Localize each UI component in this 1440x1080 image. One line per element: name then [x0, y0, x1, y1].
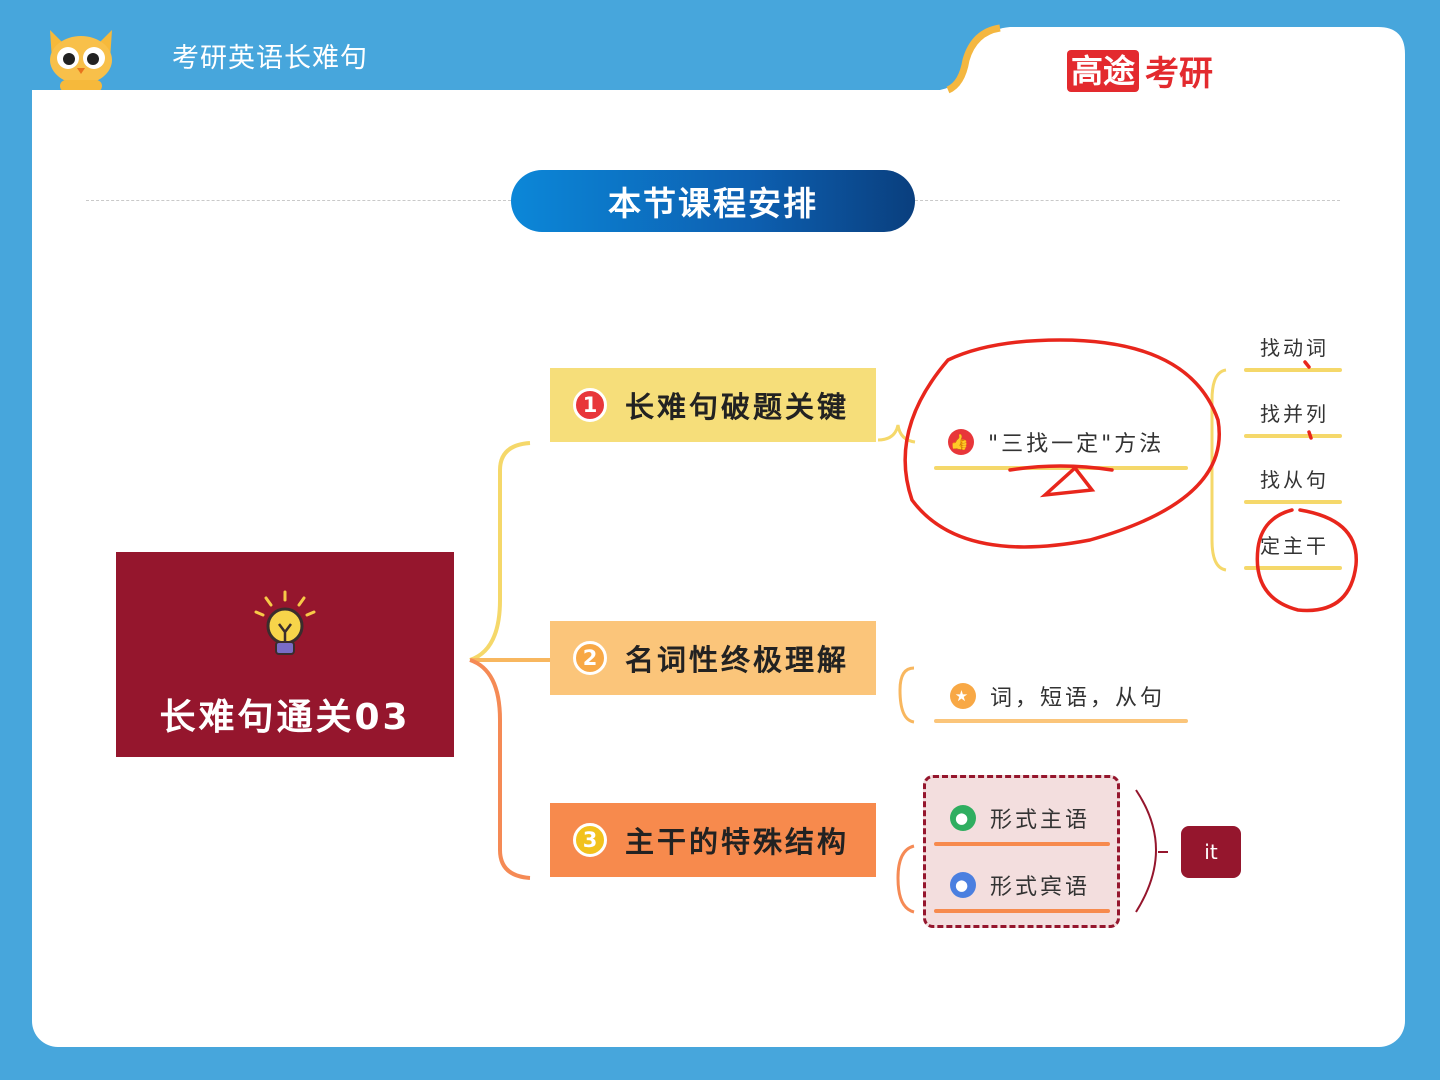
topic-3-label: 主干的特殊结构 [625, 825, 850, 859]
formal-group [923, 775, 1120, 928]
formal-object-item: ● 形式宾语 [950, 869, 1090, 901]
brand-text: 考研 [1145, 54, 1214, 94]
step-underline-3 [1244, 500, 1342, 504]
method-label: "三找一定"方法 [988, 432, 1165, 457]
method-underline [934, 466, 1188, 470]
user-icon: ● [950, 872, 976, 898]
topic-1-number: 1 [573, 388, 607, 422]
topic-3-number: 3 [573, 823, 607, 857]
topic-2: 2 名词性终极理解 [550, 621, 876, 695]
step-fix-trunk: 定主干 [1260, 534, 1329, 558]
brand-logo: 高途 考研 [1067, 46, 1213, 95]
formal-subject-label: 形式主语 [990, 808, 1091, 833]
header-tab-shape [940, 24, 1405, 95]
formal-subject-item: ● 形式主语 [950, 802, 1090, 834]
noun-label: 词，短语，从句 [990, 686, 1166, 711]
user-icon: ● [950, 805, 976, 831]
topic-2-label: 名词性终极理解 [625, 643, 850, 677]
divider-left [86, 200, 511, 201]
step-underline-2 [1244, 434, 1342, 438]
brand-box: 高途 [1067, 49, 1140, 92]
star-icon: ★ [950, 683, 976, 709]
lightbulb-icon [252, 588, 318, 668]
formal-object-underline [934, 909, 1110, 913]
noun-underline [934, 719, 1188, 723]
section-title: 本节课程安排 [511, 170, 915, 232]
formal-subject-underline [934, 842, 1110, 846]
step-find-clause: 找从句 [1260, 468, 1329, 492]
method-item: 👍 "三找一定"方法 [948, 426, 1164, 458]
topic-3: 3 主干的特殊结构 [550, 803, 876, 877]
formal-object-label: 形式宾语 [990, 875, 1091, 900]
it-node: it [1181, 826, 1241, 878]
step-find-verb: 找动词 [1260, 336, 1329, 360]
header-title: 考研英语长难句 [172, 43, 368, 74]
topic-2-number: 2 [573, 641, 607, 675]
topic-1: 1 长难句破题关键 [550, 368, 876, 442]
step-underline-4 [1244, 566, 1342, 570]
root-title: 长难句通关03 [159, 697, 411, 738]
step-underline-1 [1244, 368, 1342, 372]
mascot-logo [44, 20, 118, 98]
thumbs-up-icon: 👍 [948, 429, 974, 455]
topic-1-label: 长难句破题关键 [625, 390, 850, 424]
noun-item: ★ 词，短语，从句 [950, 680, 1165, 712]
divider-right [915, 200, 1340, 201]
step-find-parallel: 找并列 [1260, 402, 1329, 426]
